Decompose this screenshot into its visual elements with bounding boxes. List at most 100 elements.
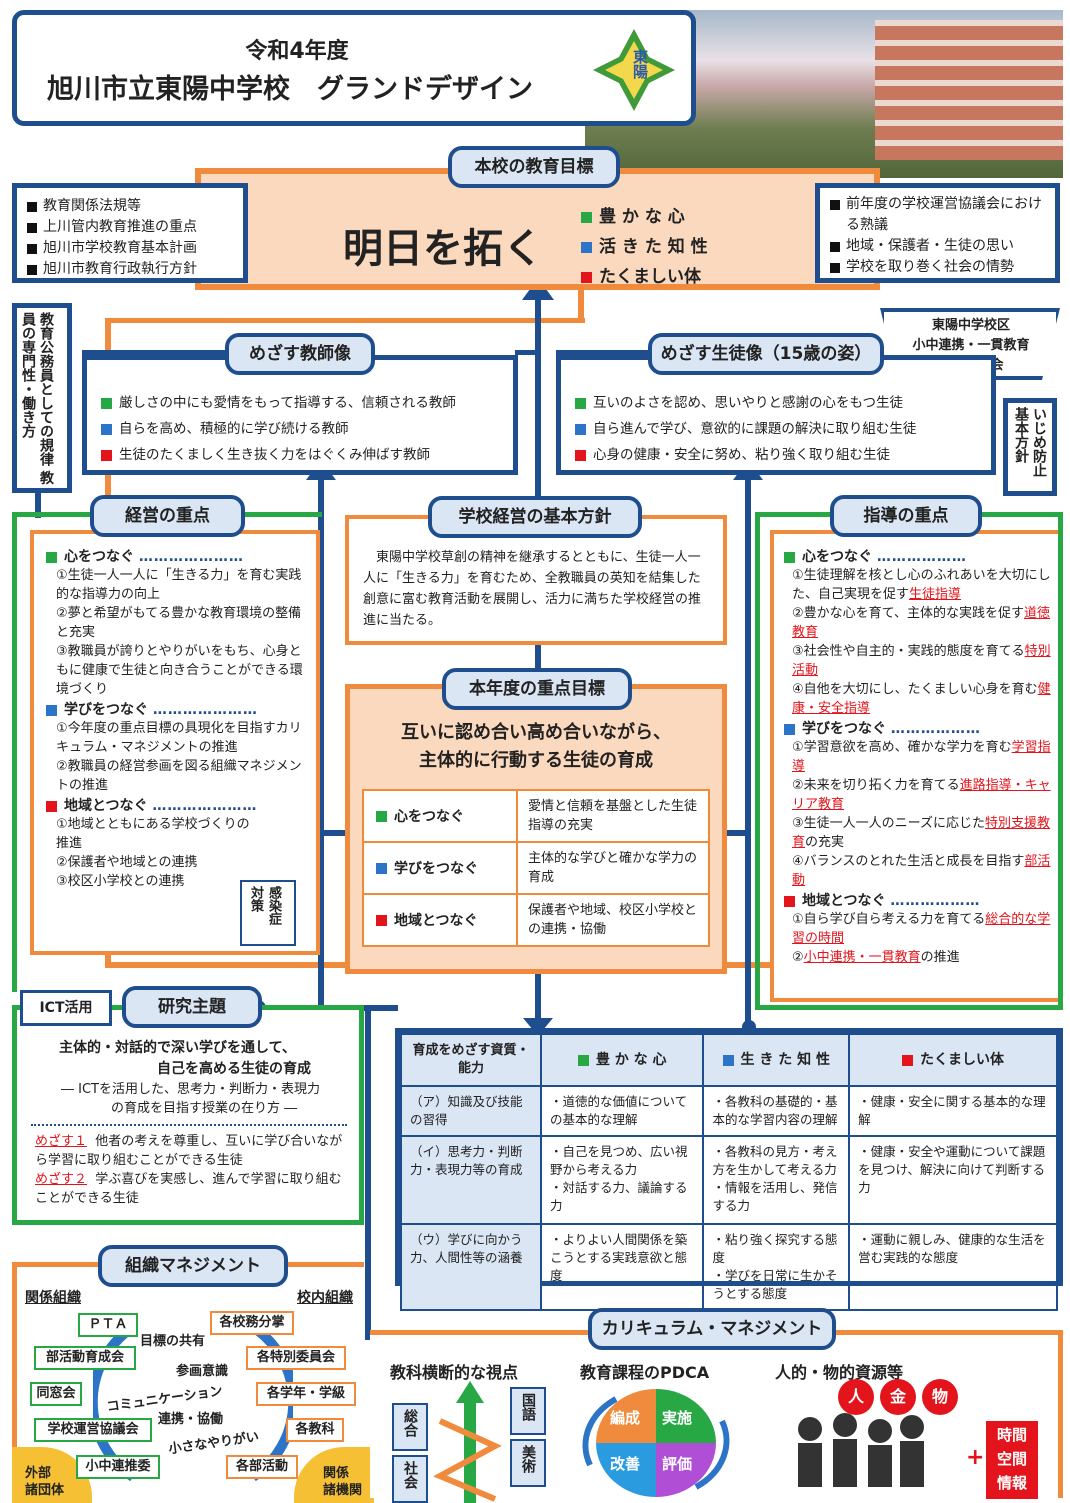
ict-badge: ICT活用	[20, 990, 112, 1026]
resources-title: 人的・物的資源等	[775, 1363, 904, 1382]
list-item: ①学習意欲を高め、確かな学力を育む学習指導	[792, 740, 1051, 774]
list-item: 互いのよさを認め、思いやりと感謝の心をもつ生徒	[575, 390, 977, 416]
teacher-ideal-list: 厳しさの中にも愛情をもって指導する、信頼される教師 自らを高め、積極的に学び続け…	[101, 390, 499, 468]
org-related-item: 学校運営協議会	[34, 1418, 152, 1442]
pdca-circle: 編成 実施 改善 評価	[596, 1389, 716, 1497]
curriculum-box: 教科横断的な視点 総合 国語 美術 社会 教育課程のPDCA 編成 実施 改善 …	[370, 1330, 1063, 1503]
research-subtitle: ― ICTを活用した、思考力・判断力・表現力 の育成を目指す授業の在り方 ―	[61, 1082, 320, 1116]
research-theme: 主体的・対話的で深い学びを通して、 自己を高める生徒の育成	[59, 1040, 311, 1077]
green-square-icon	[581, 211, 592, 223]
tag-yearly-focus: 本年度の重点目標	[442, 668, 632, 710]
resource-badge: 人	[838, 1379, 874, 1415]
goal-item: 豊 か な 心	[581, 202, 708, 232]
org-internal-item: 各校務分掌	[210, 1311, 294, 1335]
org-related-label: 関係組織	[25, 1290, 81, 1306]
org-center-text: 目標の共有	[140, 1334, 206, 1349]
org-related-item: 部活動育成会	[34, 1346, 136, 1370]
research-box: 主体的・対話的で深い学びを通して、 自己を高める生徒の育成 ― ICTを活用した…	[12, 1005, 364, 1225]
org-center-text: 参画意識	[176, 1364, 229, 1379]
page-title: 旭川市立東陽中学校 グランドデザイン	[47, 74, 533, 105]
list-item: 厳しさの中にも愛情をもって指導する、信頼される教師	[101, 390, 499, 416]
research-aim-2: めざす２ 学ぶ喜びを実感し、進んで学習に取り組むことができる生徒	[35, 1172, 342, 1206]
legal-basis-box: 教育関係法規等 上川管内教育推進の重点 旭川市学校教育基本計画 旭川市教育行政執…	[12, 183, 248, 283]
list-item: ③生徒一人一人のニーズに応じた特別支援教育の充実	[792, 816, 1051, 850]
list-item: 心身の健康・安全に努め、粘り強く取り組む生徒	[575, 442, 977, 468]
abilities-table: 育成をめざす資質・能力 豊 か な 心 生 き た 知 性 たくましい体 （ア）…	[400, 1033, 1058, 1311]
student-ideal-box: 互いのよさを認め、思いやりと感謝の心をもつ生徒 自ら進んで学び、意欲的に課題の解…	[556, 355, 996, 475]
context-box: 前年度の学校運営協議会における熟議 地域・保護者・生徒の思い 学校を取り巻く社会…	[815, 183, 1060, 283]
subject-box: 総合	[392, 1403, 428, 1451]
policy-text: 東陽中学校草創の精神を継承するとともに、生徒一人一人に「生きる力」を育むため、全…	[363, 550, 702, 628]
list-item: ①自ら学び自ら考える力を育てる総合的な学習の時間	[792, 912, 1051, 946]
section-heading: 地域とつなぐ ………………	[784, 890, 1052, 910]
goal-items: 豊 か な 心 活 き た 知 性 たくましい体	[581, 202, 708, 292]
guidance-box: 心をつなぐ ……………… ①生徒理解を核とし心のふれあいを大切にした、自己実現を…	[770, 530, 1058, 1002]
list-item: ④バランスのとれた生活と成長を目指す部活動	[792, 854, 1051, 888]
list-item: 自ら進んで学び、意欲的に課題の解決に取り組む生徒	[575, 416, 977, 442]
section-heading: 地域とつなぐ …………………	[46, 795, 308, 815]
context-list: 前年度の学校運営協議会における熟議 地域・保護者・生徒の思い 学校を取り巻く社会…	[828, 194, 1047, 278]
tag-policy: 学校経営の基本方針	[428, 496, 642, 538]
school-building	[875, 20, 1063, 160]
list-item: ②小中連携・一貫教育の推進	[792, 950, 960, 965]
yearly-focus-box: 互いに認め合い高め合いながら、 主体的に行動する生徒の育成 心をつなぐ 愛情と信…	[345, 684, 727, 974]
org-internal-item: 各特別委員会	[246, 1346, 346, 1370]
year-label: 令和4年度	[245, 39, 349, 64]
tag-management: 経営の重点	[90, 495, 245, 537]
title-box: 令和4年度 旭川市立東陽中学校 グランドデザイン 東陽	[12, 10, 696, 126]
subject-box: 国語	[510, 1387, 546, 1435]
management-s3-list: ①地域とともにある学校づくりの推進 ②保護者や地域との連携 ③校区小学校との連携	[56, 817, 250, 889]
teacher-ideal-box: 厳しさの中にも愛情をもって指導する、信頼される教師 自らを高め、積極的に学び続け…	[82, 355, 518, 475]
table-row: 地域とつなぐ 保護者や地域、校区小学校との連携・協働	[364, 895, 708, 945]
org-center-text: 連携・協働	[158, 1412, 224, 1427]
org-internal-item: 各学年・学級	[256, 1382, 356, 1406]
goal-item: たくましい体	[581, 262, 708, 292]
management-s2-list: ①今年度の重点目標の具現化を目指すカリキュラム・マネジメントの推進 ②教職員の経…	[56, 721, 302, 793]
org-related-item: 小中連推委	[76, 1455, 160, 1479]
bullying-policy-box: いじめ防止 基本方針	[1003, 398, 1057, 496]
pdca-title: 教育課程のPDCA	[580, 1363, 710, 1382]
yearly-title: 互いに認め合い高め合いながら、 主体的に行動する生徒の育成	[401, 722, 671, 771]
school-emblem: 東陽	[591, 27, 677, 113]
table-row: （イ）思考力・判断力・表現力等の育成 ・自己を見つめ、広い視野から考える力 ・対…	[400, 1135, 1058, 1225]
list-item: ②豊かな心を育て、主体的な実践を促す道徳教育	[792, 606, 1051, 640]
policy-box: 東陽中学校草創の精神を継承するとともに、生徒一人一人に「生きる力」を育むため、全…	[345, 515, 727, 645]
table-row: （ア）知識及び技能の習得 ・道徳的な価値についての基本的な理解 ・各教科の基礎的…	[400, 1085, 1058, 1137]
org-related-item: ＰＴＡ	[78, 1313, 138, 1337]
cross-arrows	[433, 1381, 502, 1503]
infection-control-box: 感染症 対策	[240, 880, 296, 946]
emblem-text: 東陽	[631, 49, 649, 79]
guidance-s3-list: ①自ら学び自ら考える力を育てる総合的な学習の時間 ②小中連携・一貫教育の推進	[784, 910, 1052, 967]
divider	[31, 1124, 347, 1126]
org-internal-item: 各部活動	[226, 1455, 298, 1479]
org-corner-left: 外部 諸団体	[25, 1466, 65, 1498]
management-box: 心をつなぐ ………………… ①生徒一人一人に「生きる力」を育む実践的な指導力の向…	[30, 530, 320, 955]
section-heading: 心をつなぐ ………………	[784, 546, 1052, 566]
section-heading: 学びをつなぐ …………………	[46, 699, 308, 719]
list-item: ③社会性や自主的・実践的態度を育てる特別活動	[792, 644, 1051, 678]
list-item: ④自他を大切にし、たくましい心身を育む健康・安全指導	[792, 682, 1051, 716]
yearly-table: 心をつなぐ 愛情と信頼を基盤とした生徒指導の充実 学びをつなぐ 主体的な学びと確…	[362, 789, 710, 947]
list-item: 生徒のたくましく生き抜く力をはぐくみ伸ばす教師	[101, 442, 499, 468]
school-photo	[585, 10, 1063, 178]
tag-org: 組織マネジメント	[98, 1245, 288, 1287]
tag-student-ideal: めざす生徒像（15歳の姿）	[648, 333, 884, 375]
tag-teacher-ideal: めざす教師像	[225, 333, 375, 375]
cycle-arrow-icon	[582, 1396, 730, 1490]
people-illustration	[790, 1395, 930, 1495]
arrow-down-icon	[523, 1018, 553, 1036]
org-related-item: 同窓会	[30, 1382, 82, 1406]
table-row: 心をつなぐ 愛情と信頼を基盤とした生徒指導の充実	[364, 791, 708, 843]
student-ideal-list: 互いのよさを認め、思いやりと感謝の心をもつ生徒 自ら進んで学び、意欲的に課題の解…	[575, 390, 977, 468]
goal-main: 明日を拓く	[343, 226, 543, 272]
subject-box: 美術	[510, 1439, 546, 1487]
table-row: （ウ）学びに向かう力、人間性等の涵養 ・よりよい人間関係を築こうとする実践意欲と…	[400, 1223, 1058, 1311]
teacher-discipline-box: 教育公務員としての規律 教員の専門性・働き方	[12, 303, 72, 493]
guidance-s2-list: ①学習意欲を高め、確かな学力を育む学習指導 ②未来を切り拓く力を育てる進路指導・キ…	[784, 738, 1052, 890]
list-item: ②未来を切り拓く力を育てる進路指導・キャリア教育	[792, 778, 1051, 812]
tag-research: 研究主題	[122, 986, 262, 1028]
section-heading: 学びをつなぐ ………………	[784, 718, 1052, 738]
abilities-table-box: 育成をめざす資質・能力 豊 か な 心 生 き た 知 性 たくましい体 （ア）…	[395, 1028, 1063, 1311]
list-item: 自らを高め、積極的に学び続ける教師	[101, 416, 499, 442]
